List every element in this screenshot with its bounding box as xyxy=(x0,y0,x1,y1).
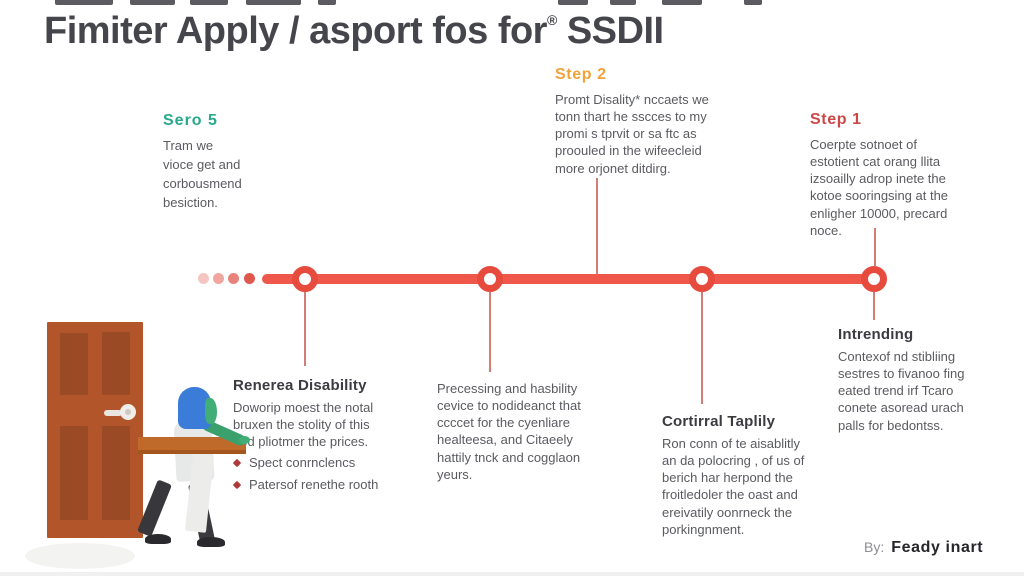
door-panel xyxy=(102,426,130,520)
step-1-connector-line xyxy=(874,228,876,266)
timeline-node-3 xyxy=(689,266,715,292)
top-edge-artifact-dash xyxy=(744,0,762,5)
renerea-bullet-item: Patersof renethe rooth xyxy=(232,477,428,494)
bottom-edge-smudge xyxy=(25,543,135,569)
step-5-body: Tram we vioce get and corbousmend besict… xyxy=(163,138,242,210)
top-edge-artifact-dash xyxy=(610,0,636,5)
step-2-connector-line xyxy=(596,178,598,274)
renerea-disability-heading: Renerea Disability xyxy=(233,377,367,394)
intrending-body: Contexof nd stibliing sestres to fivanoo… xyxy=(838,349,965,433)
renerea-disability-body: Doworip moest the notal bruxen the stoli… xyxy=(233,400,374,450)
cortirral-taplily-body: Ron conn of te aisablitly an da polocrin… xyxy=(662,436,805,537)
step-1-label: Step 1 xyxy=(810,111,862,128)
person-back-shoe xyxy=(145,534,171,544)
cortirral-taplily-block: Cortirral Taplily Ron conn of te aisabli… xyxy=(662,413,852,538)
footer-credit: By: Feady inart xyxy=(864,539,983,557)
timeline-node-4 xyxy=(861,266,887,292)
top-edge-artifact-dash xyxy=(558,0,588,5)
footer-author: Feady inart xyxy=(891,539,984,556)
top-edge-artifact-dash xyxy=(55,0,113,5)
top-edge-artifact-dash xyxy=(318,0,336,5)
precessing-connector-line xyxy=(489,292,491,372)
step-1-body: Coerpte sotnoet of estotient cat orang l… xyxy=(810,137,949,238)
page-title-main: Fimiter Apply / asport fos for xyxy=(44,10,547,52)
page-title: Fimiter Apply / asport fos for® SSDII xyxy=(44,10,664,53)
intrending-connector-line xyxy=(873,292,875,320)
bottom-edge-artifact xyxy=(0,572,1024,576)
step-1-block: Step 1 Coerpte sotnoet of estotient cat … xyxy=(810,111,995,239)
timeline-node-1 xyxy=(292,266,318,292)
door-panel xyxy=(60,426,88,520)
step-5-block: Sero 5 Tram we vioce get and corbousmend… xyxy=(163,112,293,212)
step-2-label: Step 2 xyxy=(555,66,607,83)
precessing-block: Precessing and hasbility cevice to nodid… xyxy=(437,380,627,483)
timeline-start-dot xyxy=(213,273,224,284)
renerea-bullet-text: Spect conrnclencs xyxy=(249,455,356,471)
intrending-heading: Intrending xyxy=(838,326,914,343)
door-person-illustration xyxy=(45,318,260,553)
cortirral-taplily-heading: Cortirral Taplily xyxy=(662,413,776,430)
page-title-suffix: SSDII xyxy=(566,10,664,52)
table-plank xyxy=(138,437,246,454)
top-edge-artifact-dash xyxy=(246,0,301,5)
timeline-node-2 xyxy=(477,266,503,292)
renerea-bullet-text: Patersof renethe rooth xyxy=(249,477,379,493)
renerea-connector-line xyxy=(304,292,306,366)
person-hand xyxy=(239,436,250,444)
door-illustration xyxy=(47,322,143,538)
top-edge-artifact-dash xyxy=(662,0,702,5)
person-face-side xyxy=(205,398,217,424)
step-2-body: Promt Disality* nccaets we tonn thart he… xyxy=(555,92,709,176)
top-edge-artifact-dash xyxy=(190,0,228,5)
intrending-block: Intrending Contexof nd stibliing sestres… xyxy=(838,326,1018,434)
precessing-body: Precessing and hasbility cevice to nodid… xyxy=(437,381,581,482)
cortirral-connector-line xyxy=(701,292,703,404)
timeline-start-dot xyxy=(228,273,239,284)
footer-by-label: By: xyxy=(864,539,885,555)
person-front-shoe xyxy=(197,537,225,547)
door-panel xyxy=(102,332,130,395)
timeline-start-dot xyxy=(244,273,255,284)
timeline-line xyxy=(262,274,880,284)
door-panel xyxy=(60,333,88,395)
top-edge-artifacts xyxy=(0,0,1024,6)
door-knob-icon xyxy=(120,404,136,420)
renerea-disability-block: Renerea Disability Doworip moest the not… xyxy=(232,377,428,494)
top-edge-artifact-dash xyxy=(130,0,175,5)
registered-mark-icon: ® xyxy=(546,12,557,28)
timeline-start-dot xyxy=(198,273,209,284)
step-2-block: Step 2 Promt Disality* nccaets we tonn t… xyxy=(555,66,750,177)
door-handle-icon xyxy=(104,410,122,416)
renerea-bullet-item: Spect conrnclencs xyxy=(232,455,428,472)
step-5-label: Sero 5 xyxy=(163,112,218,129)
